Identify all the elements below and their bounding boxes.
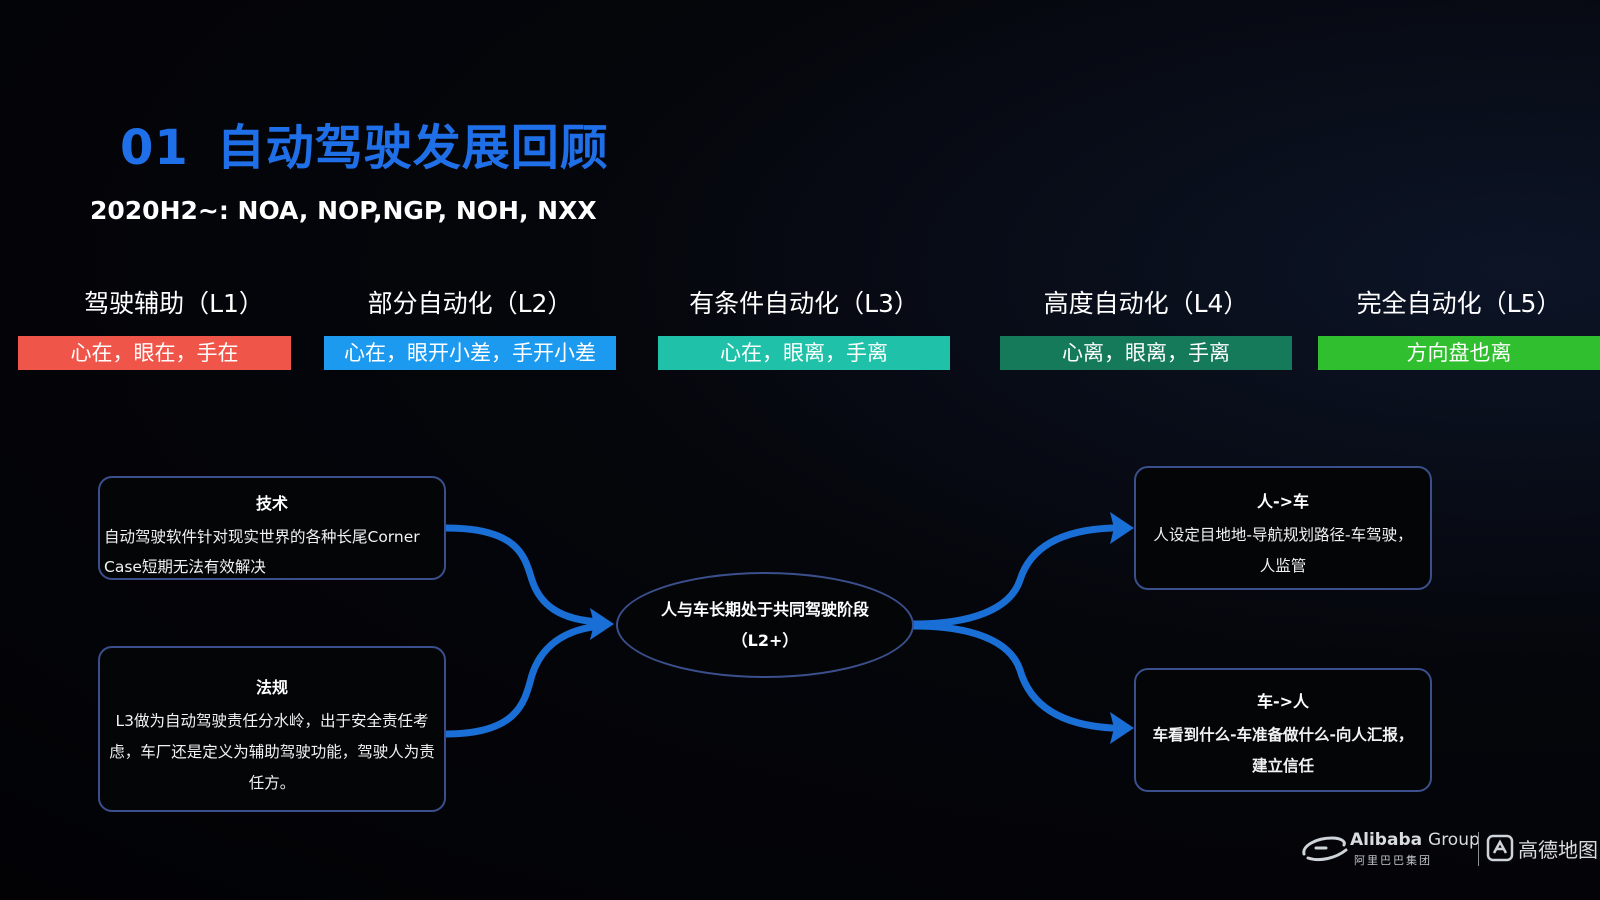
alibaba-brand: Alibaba — [1350, 830, 1423, 850]
human-to-car-box: 人->车 人设定目地地-导航规划路径-车驾驶，人监管 — [1134, 466, 1432, 590]
arrow-center-to-car-human — [910, 622, 1116, 732]
gaode-logo-icon — [1486, 834, 1514, 862]
law-body: L3做为自动驾驶责任分水岭，出于安全责任考虑，车厂还是定义为辅助驾驶功能，驾驶人… — [109, 712, 435, 792]
center-text: 人与车长期处于共同驾驶阶段（L2+） — [660, 600, 869, 650]
level-title-l1: 驾驶辅助（L1） — [84, 289, 264, 318]
car-to-human-body: 车看到什么-车准备做什么-向人汇报，建立信任 — [1152, 726, 1414, 775]
level-bar-l1: 心在，眼在，手在 — [18, 336, 291, 370]
alibaba-group: Group — [1428, 830, 1480, 850]
human-to-car-body: 人设定目地地-导航规划路径-车驾驶，人监管 — [1153, 526, 1413, 575]
level-title-l3: 有条件自动化（L3） — [689, 289, 919, 318]
page-title: 01 自动驾驶发展回顾 — [120, 108, 609, 178]
arrowhead-center-left-1 — [590, 608, 614, 640]
level-title-l2: 部分自动化（L2） — [367, 289, 573, 318]
level-bar-l5: 方向盘也离 — [1318, 336, 1600, 370]
logo-divider — [1478, 832, 1479, 866]
human-to-car-heading: 人->车 — [1256, 492, 1310, 511]
tech-heading: 技术 — [255, 494, 288, 513]
gaode-brand: 高德地图 — [1518, 838, 1598, 862]
level-bar-l3: 心在，眼离，手离 — [658, 336, 950, 370]
arrowhead-human-car — [1110, 512, 1134, 544]
arrow-law-to-center — [442, 622, 604, 738]
arrow-center-to-human-car — [910, 524, 1116, 628]
level-title-l4: 高度自动化（L4） — [1043, 289, 1249, 318]
alibaba-gaode-logo: Alibaba Group 阿里巴巴集团 高德地图 — [1298, 828, 1600, 872]
car-to-human-heading: 车->人 — [1256, 692, 1310, 711]
center-ellipse: 人与车长期处于共同驾驶阶段（L2+） — [616, 572, 914, 678]
level-title-l5: 完全自动化（L5） — [1356, 289, 1562, 318]
law-box: 法规 L3做为自动驾驶责任分水岭，出于安全责任考虑，车厂还是定义为辅助驾驶功能，… — [98, 646, 446, 812]
level-bar-l2: 心在，眼开小差，手开小差 — [324, 336, 616, 370]
alibaba-logo-icon — [1302, 836, 1348, 862]
alibaba-brand-cn: 阿里巴巴集团 — [1354, 854, 1432, 867]
arrow-tech-to-center — [442, 524, 604, 626]
section-number: 01 — [120, 120, 189, 176]
car-to-human-box: 车->人 车看到什么-车准备做什么-向人汇报，建立信任 — [1134, 668, 1432, 792]
tech-box: 技术 自动驾驶软件针对现实世界的各种长尾Corner Case短期无法有效解决 — [98, 476, 446, 580]
section-title: 自动驾驶发展回顾 — [216, 120, 609, 176]
arrowhead-car-human — [1110, 712, 1134, 744]
law-heading: 法规 — [255, 678, 288, 697]
tech-body: 自动驾驶软件针对现实世界的各种长尾Corner Case短期无法有效解决 — [104, 528, 420, 576]
level-bar-l4: 心离，眼离，手离 — [1000, 336, 1292, 370]
subtitle: 2020H2~: NOA, NOP,NGP, NOH, NXX — [90, 196, 597, 225]
